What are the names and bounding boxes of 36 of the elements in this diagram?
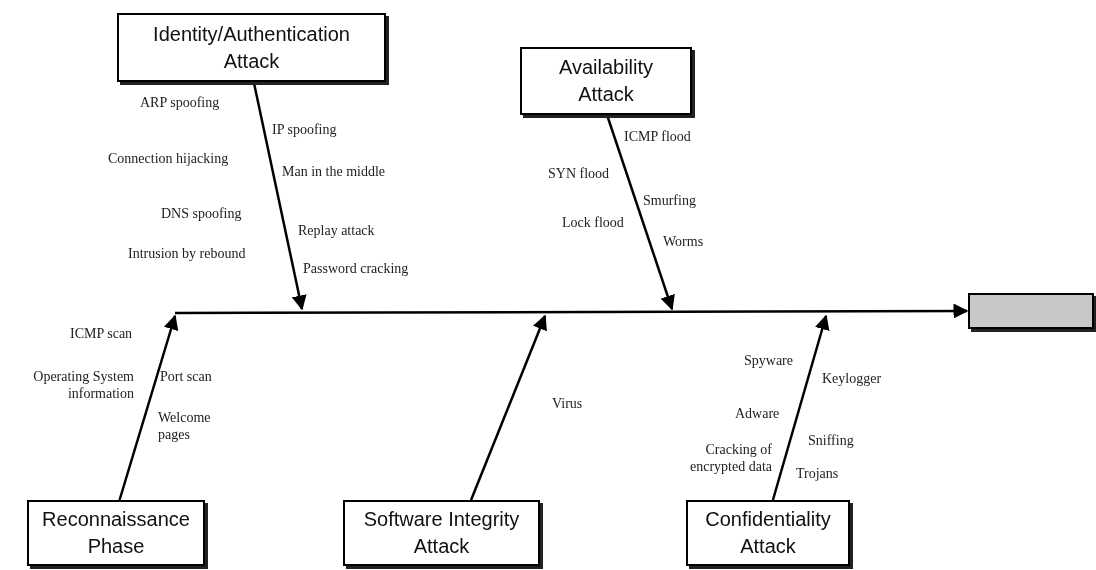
effect-box: [968, 293, 1094, 329]
arrow: [175, 303, 969, 319]
cause-label: Adware: [735, 405, 780, 422]
category-box: Availability Attack: [520, 47, 692, 115]
cause-label: ICMP scan: [70, 325, 133, 342]
cause-label: Cracking of encrypted data: [689, 441, 772, 475]
arrow: [469, 314, 547, 501]
category-box: Software Integrity Attack: [343, 500, 540, 566]
arrow: [118, 314, 179, 501]
cause-label: Sniffing: [808, 432, 854, 449]
cause-label: Man in the middle: [282, 163, 386, 180]
cause-label: Operating System information: [32, 368, 134, 402]
cause-label: Spyware: [744, 352, 793, 369]
cause-label: Replay attack: [298, 222, 375, 239]
arrow: [606, 116, 675, 311]
category-box: Reconnaissance Phase: [27, 500, 205, 566]
cause-label: Port scan: [160, 368, 212, 385]
cause-label: DNS spoofing: [161, 205, 242, 222]
cause-label: Trojans: [796, 465, 839, 482]
cause-label: SYN flood: [548, 165, 610, 182]
cause-label: IP spoofing: [272, 121, 337, 138]
cause-label: Intrusion by rebound: [128, 245, 246, 262]
cause-label: Connection hijacking: [108, 150, 229, 167]
cause-label: Password cracking: [303, 260, 409, 277]
cause-label: Keylogger: [822, 370, 882, 387]
cause-label: Lock flood: [562, 214, 624, 231]
cause-label: Worms: [663, 233, 704, 250]
category-box: Confidentiality Attack: [686, 500, 850, 566]
arrow: [771, 314, 830, 501]
arrow: [252, 83, 307, 311]
category-box: Identity/Authentication Attack: [117, 13, 386, 82]
cause-label: Virus: [552, 395, 583, 412]
cause-label: ICMP flood: [624, 128, 691, 145]
cause-label: Smurfing: [643, 192, 696, 209]
cause-label: Welcome pages: [158, 409, 212, 443]
cause-label: ARP spoofing: [140, 94, 220, 111]
